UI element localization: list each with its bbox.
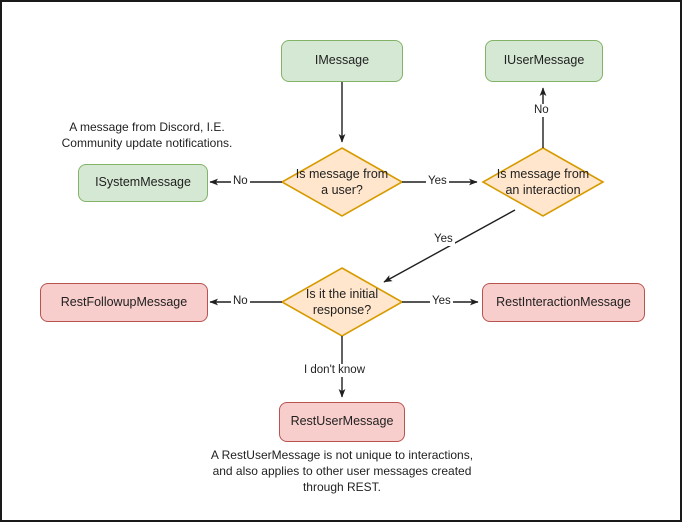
note-rest-user-message: A RestUserMessage is not unique to inter…	[210, 448, 474, 494]
node-isystemmessage[interactable]: ISystemMessage	[78, 164, 208, 202]
node-decision-user-label: Is message from a user?	[295, 166, 389, 197]
node-decision-user[interactable]: Is message from a user?	[282, 148, 402, 216]
node-iusermessage[interactable]: IUserMessage	[485, 40, 603, 82]
node-isystemmessage-label: ISystemMessage	[95, 175, 191, 190]
node-restfollowupmessage[interactable]: RestFollowupMessage	[40, 283, 208, 322]
node-restinteractionmessage[interactable]: RestInteractionMessage	[482, 283, 645, 322]
node-decision-interaction-label: Is message from an interaction	[496, 166, 590, 197]
edge-label-initial-unknown: I don't know	[302, 364, 368, 377]
node-restfollowupmessage-label: RestFollowupMessage	[60, 294, 188, 309]
node-imessage-label: IMessage	[314, 53, 370, 68]
node-restusermessage-label: RestUserMessage	[290, 414, 394, 429]
node-decision-initial-label: Is it the initial response?	[305, 286, 379, 317]
edge-label-initial-no: No	[231, 295, 250, 308]
edge-label-user-no: No	[231, 175, 250, 188]
note-system-message: A message from Discord, I.E. Community u…	[61, 120, 233, 150]
node-decision-initial[interactable]: Is it the initial response?	[282, 268, 402, 336]
edge-decision-interaction-yes	[383, 209, 516, 283]
node-iusermessage-label: IUserMessage	[503, 53, 585, 68]
edge-label-initial-yes: Yes	[430, 295, 453, 308]
edge-label-user-yes: Yes	[426, 175, 449, 188]
edge-label-interaction-yes: Yes	[432, 233, 455, 246]
node-decision-interaction[interactable]: Is message from an interaction	[483, 148, 603, 216]
node-restusermessage[interactable]: RestUserMessage	[279, 402, 405, 442]
edge-label-interaction-no: No	[532, 104, 551, 117]
node-imessage[interactable]: IMessage	[281, 40, 403, 82]
node-restinteractionmessage-label: RestInteractionMessage	[496, 294, 631, 309]
